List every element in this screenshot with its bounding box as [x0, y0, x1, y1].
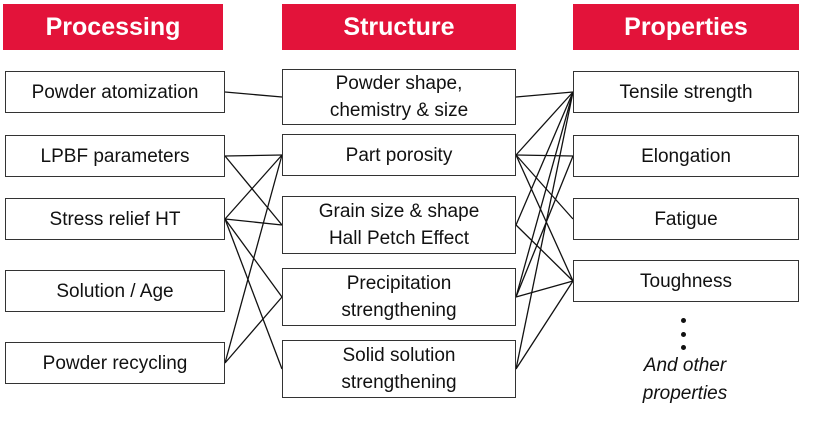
connector-structure-property: [515, 224, 574, 282]
structure-label-line: Hall Petch Effect: [328, 228, 470, 249]
connector-processing-structure: [224, 91, 283, 98]
other-properties-line: And other: [643, 355, 727, 376]
connector-processing-structure: [224, 218, 283, 370]
structure-label-line: strengthening: [341, 372, 457, 393]
structure-box-part-porosity: Part porosity: [282, 134, 516, 176]
vertical-ellipsis-icon: [676, 318, 690, 350]
connector-processing-structure: [224, 155, 283, 226]
structure-box-powder-shape: Powder shape, chemistry & size: [282, 69, 516, 125]
properties-header: Properties: [573, 4, 799, 50]
connector-structure-property: [515, 91, 574, 156]
other-properties-note: And other properties: [600, 352, 770, 408]
processing-box-lpbf-parameters: LPBF parameters: [5, 135, 225, 177]
property-box-toughness: Toughness: [573, 260, 799, 302]
property-box-tensile-strength: Tensile strength: [573, 71, 799, 113]
structure-label-line: Solid solution: [342, 345, 456, 366]
property-box-elongation: Elongation: [573, 135, 799, 177]
structure-header: Structure: [282, 4, 516, 50]
structure-box-solid-solution: Solid solution strengthening: [282, 340, 516, 398]
structure-box-grain-size: Grain size & shape Hall Petch Effect: [282, 196, 516, 254]
processing-label: Solution / Age: [56, 280, 174, 302]
processing-box-powder-atomization: Powder atomization: [5, 71, 225, 113]
processing-header: Processing: [3, 4, 223, 50]
connector-structure-property: [515, 280, 574, 370]
connector-structure-property: [515, 154, 574, 157]
connector-processing-structure: [224, 154, 283, 157]
connector-structure-property: [515, 280, 574, 298]
processing-box-stress-relief: Stress relief HT: [5, 198, 225, 240]
connector-processing-structure: [224, 154, 283, 364]
connector-processing-structure: [224, 296, 283, 364]
processing-box-powder-recycling: Powder recycling: [5, 342, 225, 384]
connector-processing-structure: [224, 218, 283, 226]
structure-label-line: Part porosity: [345, 144, 453, 166]
processing-box-solution-age: Solution / Age: [5, 270, 225, 312]
connector-structure-property: [515, 91, 574, 298]
structure-label-line: Precipitation: [346, 273, 452, 294]
processing-label: LPBF parameters: [40, 145, 190, 167]
structure-label-line: chemistry & size: [329, 100, 469, 121]
processing-label: Powder atomization: [31, 81, 199, 103]
property-label: Tensile strength: [619, 81, 753, 103]
connector-structure-property: [515, 91, 574, 226]
processing-label: Powder recycling: [42, 352, 188, 374]
property-label: Elongation: [641, 145, 731, 167]
connector-structure-property: [515, 91, 574, 98]
structure-label-line: Powder shape,: [335, 73, 463, 94]
other-properties-line: properties: [642, 383, 728, 404]
connector-structure-property: [515, 91, 574, 370]
connector-structure-property: [515, 154, 574, 220]
structure-label-line: strengthening: [341, 300, 457, 321]
property-label: Fatigue: [654, 208, 718, 230]
property-label: Toughness: [640, 270, 732, 292]
property-box-fatigue: Fatigue: [573, 198, 799, 240]
connector-processing-structure: [224, 154, 283, 220]
structure-label-line: Grain size & shape: [318, 201, 480, 222]
processing-label: Stress relief HT: [49, 208, 181, 230]
connector-structure-property: [515, 154, 574, 282]
structure-box-precipitation: Precipitation strengthening: [282, 268, 516, 326]
connector-structure-property: [515, 155, 574, 298]
